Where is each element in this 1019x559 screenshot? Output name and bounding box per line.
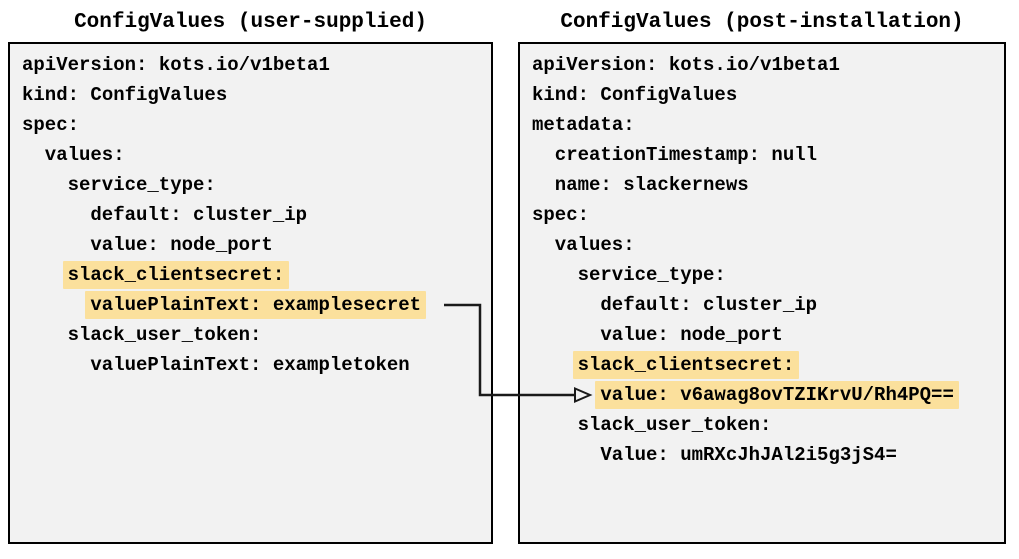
yaml-line: value: node_port [532, 320, 1004, 350]
yaml-text: apiVersion: kots.io/v1beta1 [22, 54, 330, 76]
yaml-line: kind: ConfigValues [22, 80, 491, 110]
yaml-text: spec: [532, 204, 590, 226]
yaml-line: name: slackernews [532, 170, 1004, 200]
yaml-text: values: [44, 144, 125, 166]
yaml-line: service_type: [532, 260, 1004, 290]
config-panel-post-installation: apiVersion: kots.io/v1beta1 kind: ConfigV… [518, 42, 1006, 544]
yaml-text: creationTimestamp: null [554, 144, 818, 166]
yaml-text: kind: ConfigValues [532, 84, 738, 106]
yaml-line: apiVersion: kots.io/v1beta1 [532, 50, 1004, 80]
yaml-text: apiVersion: kots.io/v1beta1 [532, 54, 840, 76]
yaml-line: values: [22, 140, 491, 170]
yaml-text: metadata: [532, 114, 635, 136]
yaml-text: default: cluster_ip [600, 294, 818, 316]
yaml-line: service_type: [22, 170, 491, 200]
config-panel-user-supplied: apiVersion: kots.io/v1beta1 kind: ConfigV… [8, 42, 493, 544]
yaml-text: value: node_port [90, 234, 273, 256]
yaml-line: metadata: [532, 110, 1004, 140]
yaml-line: spec: [22, 110, 491, 140]
yaml-text: default: cluster_ip [90, 204, 308, 226]
yaml-line: value: node_port [22, 230, 491, 260]
yaml-line: Value: umRXcJhJAl2i5g3jS4= [532, 440, 1004, 470]
yaml-text: name: slackernews [554, 174, 749, 196]
yaml-text: service_type: [67, 174, 216, 196]
yaml-line: spec: [532, 200, 1004, 230]
yaml-line: slack_clientsecret: [532, 350, 1004, 380]
yaml-text-highlighted: slack_clientsecret: [572, 351, 800, 379]
yaml-text: slack_user_token: [577, 414, 772, 436]
yaml-text: kind: ConfigValues [22, 84, 228, 106]
yaml-text-highlighted: value: v6awag8ovTZIKrvU/Rh4PQ== [595, 381, 959, 409]
yaml-text: value: node_port [600, 324, 783, 346]
yaml-line: values: [532, 230, 1004, 260]
yaml-line: kind: ConfigValues [532, 80, 1004, 110]
yaml-text: service_type: [577, 264, 726, 286]
yaml-line: slack_clientsecret: [22, 260, 491, 290]
yaml-line: slack_user_token: [22, 320, 491, 350]
yaml-line: value: v6awag8ovTZIKrvU/Rh4PQ== [532, 380, 1004, 410]
yaml-text: slack_user_token: [67, 324, 262, 346]
yaml-line: apiVersion: kots.io/v1beta1 [22, 50, 491, 80]
yaml-line: valuePlainText: exampletoken [22, 350, 491, 380]
yaml-text: Value: umRXcJhJAl2i5g3jS4= [600, 444, 897, 466]
yaml-text: values: [554, 234, 635, 256]
yaml-line: slack_user_token: [532, 410, 1004, 440]
yaml-line: default: cluster_ip [532, 290, 1004, 320]
panel-title-post-installation: ConfigValues (post-installation) [560, 11, 964, 34]
yaml-text: valuePlainText: exampletoken [90, 354, 410, 376]
yaml-text: spec: [22, 114, 80, 136]
yaml-line: default: cluster_ip [22, 200, 491, 230]
yaml-text-highlighted: valuePlainText: examplesecret [85, 291, 427, 319]
yaml-text-highlighted: slack_clientsecret: [62, 261, 290, 289]
yaml-line: creationTimestamp: null [532, 140, 1004, 170]
yaml-line: valuePlainText: examplesecret [22, 290, 491, 320]
panel-title-user-supplied: ConfigValues (user-supplied) [74, 11, 427, 34]
